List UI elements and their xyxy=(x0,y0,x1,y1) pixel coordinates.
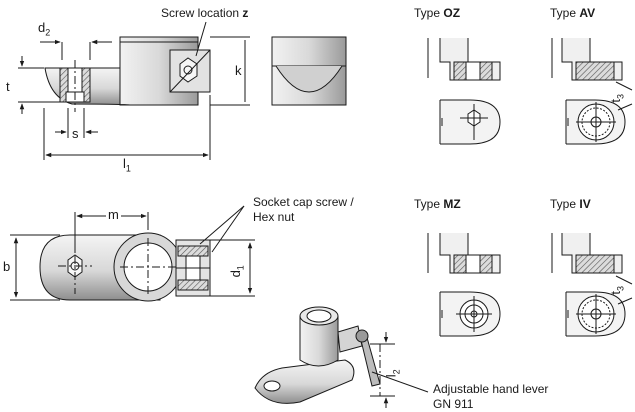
type-mz-detail xyxy=(427,233,501,337)
dim-t3-av: t3 xyxy=(608,93,626,103)
type-av-detail xyxy=(551,38,633,145)
dim-d1: d1 xyxy=(227,265,246,278)
type-mz-prefix: Type xyxy=(414,197,444,211)
dim-d2: d2 xyxy=(38,20,51,38)
hand-lever-callout-line1: Adjustable hand lever xyxy=(433,382,549,396)
screw-location-callout: Screw location z xyxy=(161,6,248,20)
side-view-dimensions xyxy=(18,21,250,160)
type-oz-detail xyxy=(427,38,501,145)
dim-t: t xyxy=(6,79,10,94)
type-av-prefix: Type xyxy=(550,6,580,20)
hand-lever-callout-line2: GN 911 xyxy=(433,397,474,411)
type-oz-code: OZ xyxy=(443,6,461,20)
socket-cap-callout-line1: Socket cap screw / xyxy=(253,195,354,209)
type-iv-code: IV xyxy=(579,197,591,211)
dim-l2: l2 xyxy=(383,369,402,378)
dim-s: s xyxy=(72,126,79,141)
type-av-title: Type AV xyxy=(550,6,595,20)
socket-cap-callout-line2: Hex nut xyxy=(253,210,295,224)
side-view xyxy=(44,36,211,112)
isometric-view xyxy=(254,306,429,408)
type-iv-title: Type IV xyxy=(550,197,591,211)
dim-k: k xyxy=(235,63,242,78)
type-iv-detail xyxy=(551,233,633,337)
type-oz-title: Type OZ xyxy=(414,6,460,20)
type-iv-prefix: Type xyxy=(550,197,580,211)
front-view xyxy=(271,36,347,106)
dim-l1: l1 xyxy=(123,156,131,174)
dim-b: b xyxy=(3,259,11,274)
type-mz-code: MZ xyxy=(443,197,461,211)
type-mz-title: Type MZ xyxy=(414,197,461,211)
screw-location-symbol: z xyxy=(242,6,249,20)
dim-t3-iv: t3 xyxy=(608,285,626,295)
screw-location-text: Screw location xyxy=(161,6,243,20)
type-oz-prefix: Type xyxy=(414,6,444,20)
plan-view xyxy=(39,232,211,302)
dim-m: m xyxy=(106,207,121,222)
type-av-code: AV xyxy=(579,6,596,20)
